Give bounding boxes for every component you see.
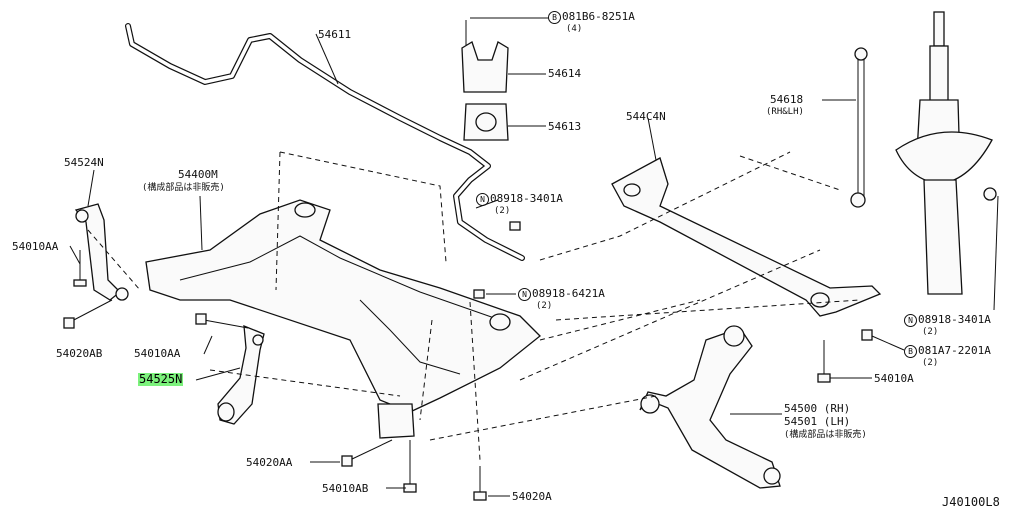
- label-08918-6421a-qty: (2): [536, 301, 553, 311]
- label-54400m: 54400M: [178, 168, 218, 181]
- stabilizer-bar[interactable]: [125, 23, 525, 261]
- reference-lines: [87, 151, 861, 461]
- label-54618-sub: (RH&LH): [766, 107, 804, 117]
- lower-control-arm[interactable]: [639, 325, 781, 489]
- front-suspension-member[interactable]: [145, 199, 541, 439]
- label-54010ab: 54010AB: [322, 482, 369, 495]
- nut-marker-icon: N: [518, 287, 531, 301]
- bolts: [63, 221, 873, 501]
- link-bracket[interactable]: [74, 203, 129, 301]
- label-54525n[interactable]: 54525N: [138, 372, 184, 386]
- stabilizer-clamp[interactable]: [461, 20, 509, 93]
- label-081b6-qty: (4): [566, 24, 583, 34]
- label-54010aa-mid: 54010AA: [134, 347, 181, 360]
- label-54500: 54500 (RH): [784, 402, 851, 415]
- label-54614: 54614: [548, 67, 582, 80]
- strut-assembly: [895, 11, 997, 295]
- label-54020a: 54020A: [512, 490, 552, 503]
- diagram-code: J40100L8: [942, 495, 1000, 509]
- bolt-marker-icon: B: [904, 344, 917, 358]
- label-54500-note: (構成部品は非販売): [784, 430, 867, 440]
- label-54618: 54618: [770, 93, 804, 106]
- label-54400m-note: (構成部品は非販売): [142, 183, 225, 193]
- label-54020aa: 54020AA: [246, 456, 293, 469]
- label-54010aa-left: 54010AA: [12, 240, 59, 253]
- nut-marker-icon: N: [904, 313, 917, 327]
- leader-lines: [69, 17, 999, 497]
- front-crossmember-bar[interactable]: [611, 157, 882, 317]
- label-54501: 54501 (LH): [784, 415, 851, 428]
- bolt-marker-icon: B: [548, 10, 561, 24]
- label-54613: 54613: [548, 120, 582, 133]
- label-081a7-qty: (2): [922, 358, 939, 368]
- tension-rod[interactable]: [217, 325, 265, 425]
- stabilizer-link[interactable]: [850, 47, 868, 208]
- label-54611: 54611: [318, 28, 352, 41]
- label-54010a: 54010A: [874, 372, 914, 385]
- nut-marker-icon: N: [476, 192, 489, 206]
- stabilizer-bushing[interactable]: [463, 103, 509, 141]
- label-54020ab: 54020AB: [56, 347, 103, 360]
- label-08918-3401a-right-qty: (2): [922, 327, 939, 337]
- label-54524n: 54524N: [64, 156, 104, 169]
- label-544c4n: 544C4N: [626, 110, 666, 123]
- label-08918-3401a-top-qty: (2): [494, 206, 511, 216]
